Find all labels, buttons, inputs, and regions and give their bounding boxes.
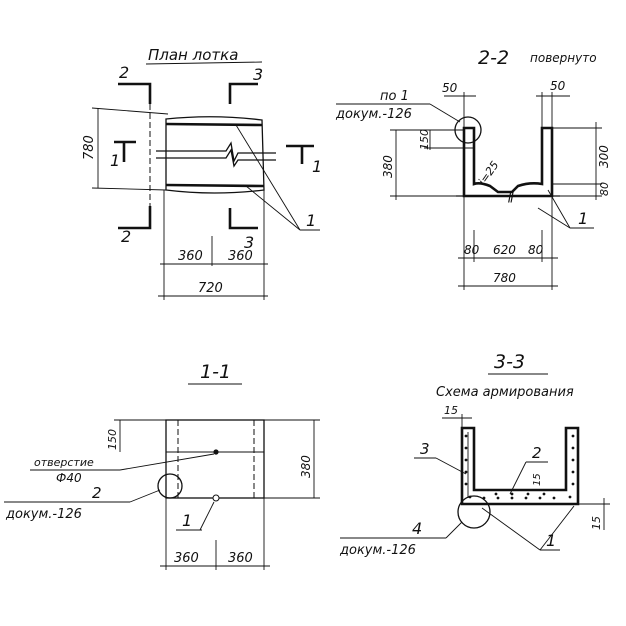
s11-hole-leader: [119, 453, 215, 471]
s11-hole-label: отверстие: [34, 456, 94, 469]
plan-section-3-bottom-arrow: [228, 208, 258, 230]
s11-wall: [165, 419, 265, 499]
s33-d15-inner: 15: [532, 473, 543, 486]
s22-ref-doc: докум.-126: [335, 107, 412, 122]
s11-d360-left: 360: [174, 551, 199, 566]
plan-section-2-top-arrow: [118, 82, 152, 104]
section-3-3: 3-3 Схема армирования 15 3 2 15: [339, 351, 610, 558]
s33-detail-circle: [457, 495, 491, 529]
s22-d80-b: 80: [528, 243, 544, 257]
s22-break-mark: ǁ: [508, 189, 514, 203]
plan-top-wall: [165, 122, 263, 127]
s33-label-2: 2: [532, 444, 542, 462]
s33-title: 3-3: [494, 351, 525, 373]
s11-hole-dot: [213, 449, 219, 455]
plan-dim-right: 360: [228, 249, 253, 264]
s33-ref-doc: докум.-126: [339, 543, 416, 558]
plan-section-3-bottom: 3: [244, 233, 254, 252]
s11-d380: 380: [299, 455, 313, 478]
s11-callout-leader: [199, 501, 215, 531]
plan-callout: 1: [306, 211, 316, 230]
plan-dim-total: 720: [198, 281, 223, 296]
plan-section-1-left-arrow: [114, 140, 136, 162]
plan-section-2-bottom-arrow: [118, 206, 152, 230]
s11-title: 1-1: [200, 361, 231, 383]
plan-section-1-right: 1: [312, 157, 322, 176]
s11-callout: 1: [182, 511, 192, 530]
plan-break-line-bottom: [156, 148, 276, 168]
s22-profile: [462, 126, 554, 198]
plan-dim-height: 780: [82, 135, 97, 160]
section-1-1: 1-1 отверстие Ф40 2 докум.-126 150 380 1: [4, 361, 320, 570]
s11-d150: 150: [106, 429, 119, 450]
s11-hole-dia: Ф40: [56, 471, 82, 485]
s11-d360-right: 360: [228, 551, 253, 566]
plan-dim-height-ext-top: [91, 107, 169, 115]
s33-d15-right: 15: [590, 516, 603, 530]
plan-section-3-top-arrow: [228, 82, 258, 104]
s22-slope: i=25: [476, 159, 502, 188]
section-2-2: 2-2 повернуто ǁ по 1 докум.-126 50 50 38…: [335, 47, 611, 290]
s33-rebar-dots: [464, 434, 575, 500]
s22-d780: 780: [493, 271, 516, 285]
s11-ref-leader: [129, 489, 161, 503]
plan-bottom-wall: [165, 183, 265, 188]
s33-callout: 1: [546, 531, 556, 550]
s22-d50-right: 50: [550, 79, 566, 93]
plan-section-2-top: 2: [119, 63, 129, 82]
s22-callout: 1: [578, 209, 588, 228]
plan-title-underline: [145, 61, 263, 65]
plan-section-1-left: 1: [110, 151, 120, 170]
plan-section-1-right-arrow: [286, 144, 314, 164]
s22-ref-top: по 1: [380, 89, 409, 104]
s11-ref-num: 2: [92, 484, 102, 502]
s22-d300: 300: [597, 145, 611, 168]
s33-d15-top: 15: [444, 404, 458, 417]
plan-callout-leader-b: [245, 185, 301, 231]
s33-label-2-leader: [509, 461, 527, 495]
s22-d50-left: 50: [442, 81, 458, 95]
s22-d620: 620: [493, 243, 516, 257]
s33-callout-leader-b: [539, 505, 575, 551]
s33-subtitle: Схема армирования: [436, 385, 574, 400]
s22-d80-right: 80: [598, 182, 611, 196]
s11-ref-doc: докум.-126: [5, 507, 82, 522]
s33-label-3-leader: [435, 457, 467, 475]
plan-tray-outline: [165, 116, 265, 194]
s22-d150: 150: [418, 129, 431, 150]
s33-profile: [460, 426, 580, 506]
plan-title: План лотка: [148, 46, 238, 64]
plan-dim-height-ext-bottom: [91, 187, 167, 191]
plan-view: План лотка 2 2 3 3 1 1 780: [82, 46, 322, 300]
s11-drain-hole: [212, 494, 220, 502]
s11-detail-circle: [157, 473, 183, 499]
plan-dim-left: 360: [178, 249, 203, 264]
s22-subtitle: повернуто: [530, 51, 597, 65]
s22-callout-leader-a: [537, 207, 571, 229]
plan-section-3-top: 3: [253, 65, 263, 84]
plan-break-line-top: [156, 141, 276, 164]
s33-callout-leader-a: [481, 507, 541, 551]
s22-d380: 380: [381, 155, 395, 178]
s22-callout-leader-b: [547, 189, 571, 229]
plan-callout-leader-a: [235, 124, 301, 231]
s33-ref-num: 4: [412, 519, 422, 538]
s22-ref-leader: [429, 103, 461, 123]
plan-section-2-bottom: 2: [121, 227, 131, 246]
s33-ref-leader: [445, 521, 463, 539]
s22-d80-a: 80: [464, 243, 480, 257]
s22-title: 2-2: [478, 47, 509, 69]
s33-label-3: 3: [420, 440, 430, 458]
